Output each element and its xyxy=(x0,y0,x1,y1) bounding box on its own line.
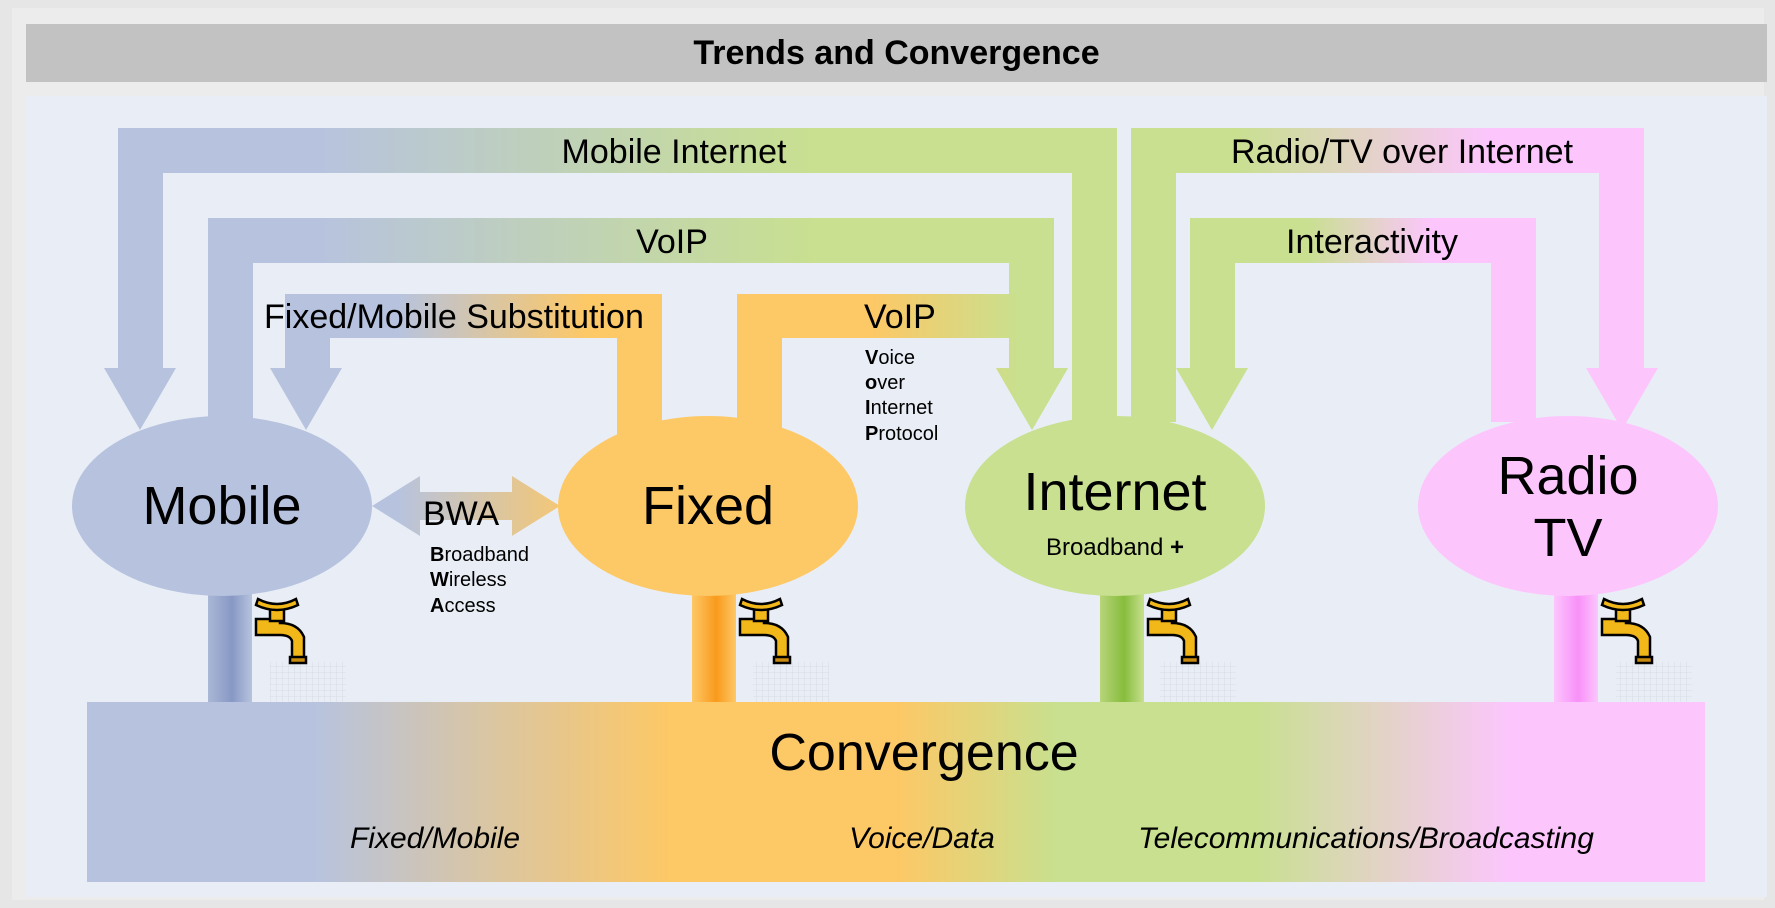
acronym-rest: oice xyxy=(878,347,915,369)
fixed-pipe xyxy=(692,592,736,704)
acronym-rest: ver xyxy=(877,372,905,394)
radio-tv-pipe xyxy=(1554,592,1598,704)
mobile-internet-label: Mobile Internet xyxy=(562,133,787,171)
convergence-item-telecom-broadcasting: Telecommunications/Broadcasting xyxy=(1138,822,1594,855)
acronym-rest: nternet xyxy=(871,397,934,419)
bwa-label: BWA xyxy=(423,495,500,533)
internet-sublabel-text: Broadband xyxy=(1046,534,1163,561)
svg-text:Broadband: Broadband xyxy=(430,544,529,566)
acronym-rest: roadband xyxy=(444,544,529,566)
acronym-initial: V xyxy=(865,347,879,369)
mobile-label: Mobile xyxy=(142,476,301,536)
interactivity-label: Interactivity xyxy=(1286,223,1458,261)
acronym-initial: B xyxy=(430,544,444,566)
convergence-item-fixed-mobile: Fixed/Mobile xyxy=(350,822,520,855)
flow-radio-tv-over-internet-arrow xyxy=(1131,128,1658,430)
bwa-acronym: Broadband Wireless Access xyxy=(430,544,529,617)
bwa-double-arrow xyxy=(372,476,560,536)
voip-fixed-label: VoIP xyxy=(864,298,936,336)
acronym-rest: rotocol xyxy=(878,423,938,445)
radio-label: Radio xyxy=(1497,446,1638,506)
tv-label: TV xyxy=(1533,508,1602,568)
grid-box-icon xyxy=(270,662,346,704)
voip-acronym: Voice over Internet Protocol xyxy=(865,347,938,445)
radio-tv-over-internet-label: Radio/TV over Internet xyxy=(1231,133,1574,171)
acronym-initial: I xyxy=(865,397,871,419)
svg-text:Protocol: Protocol xyxy=(865,423,938,445)
acronym-rest: ccess xyxy=(444,595,495,617)
convergence-title: Convergence xyxy=(769,724,1078,782)
convergence-bar xyxy=(87,702,1705,882)
grid-box-icon xyxy=(753,662,829,704)
acronym-initial: W xyxy=(430,569,449,591)
radio-tv-node xyxy=(1418,416,1718,596)
fixed-label: Fixed xyxy=(642,476,774,536)
mobile-pipe xyxy=(208,592,252,704)
mobile-node xyxy=(72,416,372,596)
flow-voip-fixed-arrow xyxy=(737,294,1068,440)
acronym-initial: A xyxy=(430,595,444,617)
internet-sublabel-plus: + xyxy=(1170,534,1184,561)
convergence-item-voice-data: Voice/Data xyxy=(849,822,995,855)
flow-voip-mobile-arrow xyxy=(208,218,1068,430)
acronym-rest: ireless xyxy=(449,569,507,591)
acronym-initial: o xyxy=(865,372,877,394)
fixed-mobile-substitution-label: Fixed/Mobile Substitution xyxy=(264,298,644,336)
diagram-title: Trends and Convergence xyxy=(26,24,1767,82)
flow-interactivity-arrow xyxy=(1176,218,1536,430)
flow-fixed-mobile-substitution-arrow xyxy=(270,294,662,440)
acronym-initial: P xyxy=(865,423,878,445)
flow-mobile-internet-arrow xyxy=(104,128,1117,430)
internet-sublabel: Broadband + xyxy=(1046,534,1184,561)
grid-box-icon xyxy=(1616,662,1692,704)
svg-text:Access: Access xyxy=(430,595,496,617)
voip-mobile-label: VoIP xyxy=(636,223,708,261)
fixed-node xyxy=(558,416,858,596)
internet-pipe xyxy=(1100,592,1144,704)
internet-label: Internet xyxy=(1023,462,1206,522)
svg-text:Wireless: Wireless xyxy=(430,569,507,591)
grid-box-icon xyxy=(1160,662,1236,704)
svg-text:Internet: Internet xyxy=(865,397,933,419)
svg-text:over: over xyxy=(865,372,905,394)
internet-node xyxy=(965,416,1265,596)
svg-text:Voice: Voice xyxy=(865,347,915,369)
